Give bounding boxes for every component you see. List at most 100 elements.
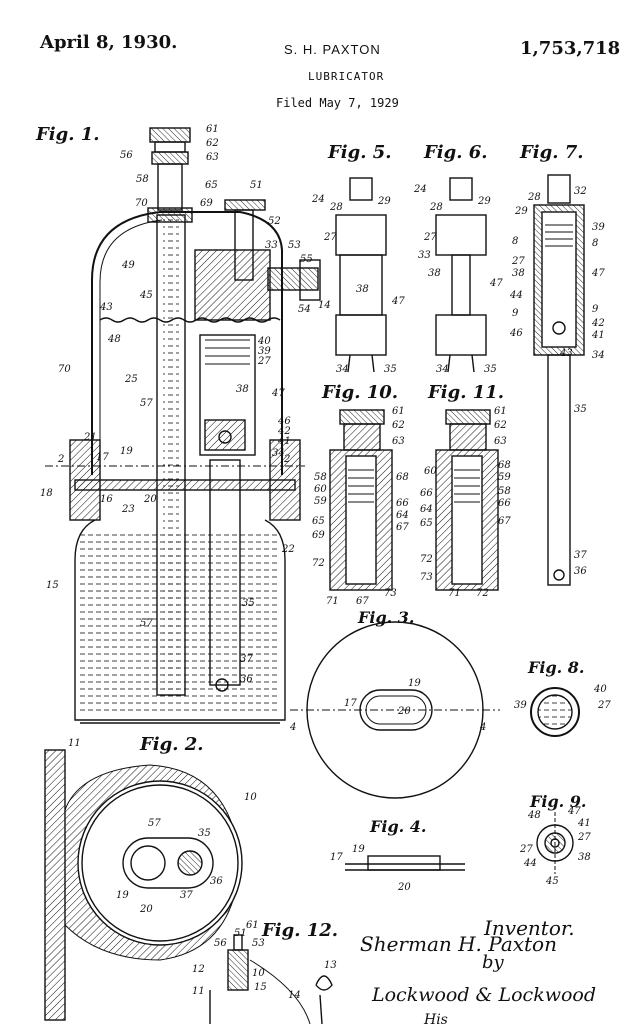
f5-ref-29: 29 xyxy=(377,196,391,207)
f5-ref-24: 24 xyxy=(311,194,325,205)
ref-53: 53 xyxy=(288,240,301,251)
ref-58: 58 xyxy=(136,174,149,185)
f9-ref-38: 38 xyxy=(578,852,591,863)
f12-ref-11: 11 xyxy=(192,986,205,997)
f7-ref-43: 43 xyxy=(559,348,573,359)
f11-ref-63: 63 xyxy=(494,436,507,447)
fig7-drawing xyxy=(533,174,585,586)
filed-date: Filed May 7, 1929 xyxy=(276,96,399,110)
f7-ref-42: 42 xyxy=(591,318,605,329)
fig4-label: Fig. 4. xyxy=(370,817,427,836)
fig9-label: Fig. 9. xyxy=(530,792,587,811)
f12-ref-61: 61 xyxy=(246,920,259,931)
f10-ref-73: 73 xyxy=(384,588,397,599)
f6-ref-27: 27 xyxy=(423,232,437,243)
f7-ref-38: 38 xyxy=(512,268,525,279)
fig10-label: Fig. 10. xyxy=(322,382,399,403)
f9-ref-27b: 27 xyxy=(519,844,533,855)
f11-ref-71: 71 xyxy=(448,588,461,599)
ref-2-right: 2 xyxy=(283,454,290,465)
ref-37: 37 xyxy=(240,654,253,665)
f4-ref-19: 19 xyxy=(352,844,365,855)
f10-ref-71: 71 xyxy=(326,596,339,607)
f7-ref-36: 36 xyxy=(574,566,587,577)
fig5-label: Fig. 5. xyxy=(328,142,392,163)
f3-ref-20: 20 xyxy=(397,706,411,717)
f10-ref-67b: 67 xyxy=(356,596,369,607)
f7-ref-41: 41 xyxy=(591,330,605,341)
ref-70: 70 xyxy=(135,198,148,209)
f4-ref-17: 17 xyxy=(330,852,343,863)
f3-ref-4-right: 4 xyxy=(479,722,486,733)
f9-ref-41: 41 xyxy=(577,818,591,829)
f10-ref-61: 61 xyxy=(392,406,405,417)
ref-14: 14 xyxy=(318,300,331,311)
f8-ref-27: 27 xyxy=(597,700,611,711)
f6-ref-38: 38 xyxy=(428,268,441,279)
f6-ref-47: 47 xyxy=(489,278,503,289)
f2-ref-10: 10 xyxy=(244,792,257,803)
ref-36: 36 xyxy=(240,674,253,685)
f11-ref-66b: 66 xyxy=(498,498,511,509)
patent-number: 1,753,718 xyxy=(520,38,621,59)
inventor-name: S. H. PAXTON xyxy=(284,42,381,57)
ref-46: 46 xyxy=(277,416,291,427)
f7-ref-44: 44 xyxy=(509,290,523,301)
f12-ref-15: 15 xyxy=(254,982,267,993)
f7-ref-35: 35 xyxy=(574,404,587,415)
f3-ref-17: 17 xyxy=(344,698,357,709)
fig11-drawing xyxy=(435,409,499,591)
f5-ref-47: 47 xyxy=(391,296,405,307)
ref-15: 15 xyxy=(46,580,59,591)
f12-ref-13: 13 xyxy=(324,960,337,971)
f12-ref-53: 53 xyxy=(252,938,265,949)
f2-ref-57: 57 xyxy=(148,818,161,829)
f7-ref-28: 28 xyxy=(527,192,541,203)
fig3-drawing xyxy=(290,621,500,799)
ref-55: 55 xyxy=(300,254,313,265)
f11-ref-67: 67 xyxy=(498,516,511,527)
ref-21: 21 xyxy=(83,432,97,443)
f6-ref-28: 28 xyxy=(429,202,443,213)
f12-ref-51: 51 xyxy=(234,928,247,939)
fig12-drawing xyxy=(209,934,333,1024)
ref-70b: 70 xyxy=(58,364,71,375)
f7-ref-46: 46 xyxy=(509,328,523,339)
f3-ref-19: 19 xyxy=(408,678,421,689)
f7-ref-39: 39 xyxy=(592,222,605,233)
ref-34: 34 xyxy=(272,448,285,459)
attorney-signature: Lockwood & Lockwood xyxy=(372,984,597,1006)
f10-ref-67: 67 xyxy=(396,522,409,533)
f10-ref-63: 63 xyxy=(392,436,405,447)
f10-ref-69: 69 xyxy=(312,530,325,541)
fig6-label: Fig. 6. xyxy=(424,142,488,163)
patent-date: April 8, 1930. xyxy=(40,32,178,53)
f2-ref-19: 19 xyxy=(116,890,129,901)
f9-ref-45: 45 xyxy=(545,876,559,887)
f2-ref-37: 37 xyxy=(180,890,193,901)
ref-56: 56 xyxy=(120,150,133,161)
f10-ref-58: 58 xyxy=(314,472,327,483)
f2-ref-36: 36 xyxy=(210,876,223,887)
f12-ref-10: 10 xyxy=(252,968,265,979)
f11-ref-58: 58 xyxy=(498,486,511,497)
ref-41: 41 xyxy=(277,436,291,447)
ref-39: 39 xyxy=(258,346,271,357)
f10-ref-72: 72 xyxy=(312,558,325,569)
f5-ref-38: 38 xyxy=(356,284,369,295)
f10-ref-65: 65 xyxy=(312,516,325,527)
f10-ref-64: 64 xyxy=(396,510,409,521)
f11-ref-61: 61 xyxy=(494,406,507,417)
ref-22: 22 xyxy=(281,544,295,555)
f6-ref-24: 24 xyxy=(413,184,427,195)
ref-57: 57 xyxy=(140,398,153,409)
f5-ref-28: 28 xyxy=(329,202,343,213)
f9-ref-48: 48 xyxy=(527,810,541,821)
f2-ref-35: 35 xyxy=(198,828,211,839)
ref-18: 18 xyxy=(40,488,53,499)
ref-40: 40 xyxy=(257,336,271,347)
ref-62: 62 xyxy=(206,138,219,149)
f7-ref-47: 47 xyxy=(591,268,605,279)
f10-ref-59: 59 xyxy=(314,496,327,507)
